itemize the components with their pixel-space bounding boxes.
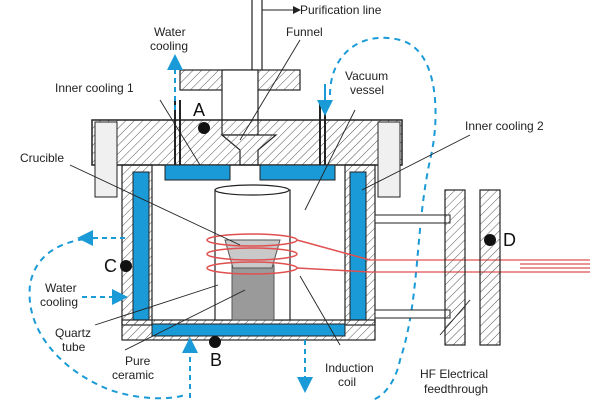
- top-lid: [91, 119, 403, 166]
- marker-a-label: A: [193, 100, 205, 120]
- crucible: [224, 239, 281, 269]
- inner-cooling-1-channel: [164, 164, 231, 181]
- inner-cooling-1-label: Inner cooling 1: [55, 81, 134, 95]
- marker-c-label: C: [104, 256, 117, 276]
- purification-line-label: Purification line: [300, 3, 382, 17]
- hf-feedthrough-label-2: feedthrough: [424, 382, 488, 396]
- pure-ceramic-label-1: Pure: [125, 354, 151, 368]
- water-jacket-left: [132, 171, 150, 321]
- hf-feedthrough-label-1: HF Electrical: [420, 367, 488, 381]
- funnel-label: Funnel: [286, 25, 323, 39]
- crucible-label: Crucible: [20, 151, 64, 165]
- water-cooling-top-label-2: cooling: [150, 39, 188, 53]
- quartz-tube-label-2: tube: [62, 340, 86, 354]
- induction-coil-label-1: Induction: [325, 361, 374, 375]
- marker-d-label: D: [503, 230, 516, 250]
- water-cooling-top-label-1: Water: [154, 25, 186, 39]
- inner-cooling-2-label: Inner cooling 2: [465, 119, 544, 133]
- quartz-tube-label-1: Quartz: [55, 326, 91, 340]
- bottom-cooling-channel: [151, 323, 346, 337]
- feedthrough-arm-bottom: [374, 309, 451, 319]
- marker-a-dot: [198, 122, 210, 134]
- feedthrough-arm-top: [374, 214, 451, 224]
- inner-cooling-2-channel: [259, 164, 336, 181]
- water-cooling-left-label-1: Water: [45, 281, 77, 295]
- feedthrough-flange-right: [479, 189, 501, 346]
- water-loop-left: [28, 237, 186, 400]
- water-jacket-right: [349, 171, 367, 321]
- marker-b-label: B: [210, 350, 222, 370]
- marker-b-dot: [209, 336, 221, 348]
- vacuum-vessel-label-2: vessel: [350, 83, 384, 97]
- leader-lines: [69, 39, 471, 351]
- marker-c-dot: [120, 260, 132, 272]
- water-loop-right: [329, 36, 437, 400]
- marker-d-dot: [484, 234, 496, 246]
- lid-bolt-right: [377, 121, 401, 198]
- vacuum-vessel-label-1: Vacuum: [345, 69, 388, 83]
- water-cooling-left-label-2: cooling: [40, 295, 78, 309]
- induction-coil-label-2: coil: [338, 375, 356, 389]
- feedthrough-flange-left: [444, 189, 466, 346]
- lid-bolt-left: [94, 121, 118, 198]
- induction-coil: [206, 233, 371, 275]
- pure-ceramic-label-2: ceramic: [112, 368, 154, 382]
- quartz-tube-top: [214, 184, 290, 196]
